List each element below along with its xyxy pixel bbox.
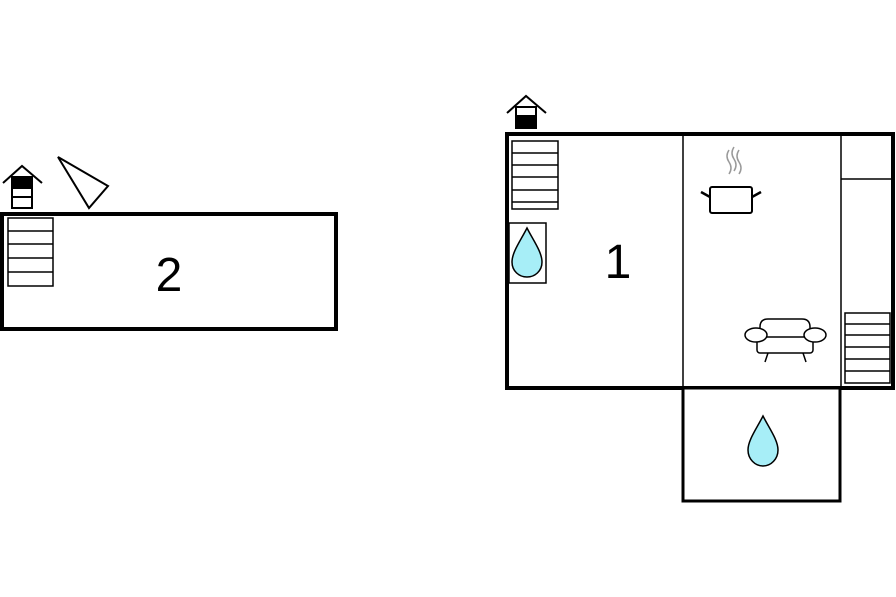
room-1-label: 1: [605, 236, 632, 289]
cooking-pot-icon: [700, 146, 762, 214]
room-2-label: 2: [156, 249, 183, 302]
room-1-outline: [505, 132, 895, 390]
compass-icon: [57, 156, 110, 210]
building-1: 1: [505, 94, 895, 503]
house-icon: [2, 164, 43, 209]
stairs-icon: [844, 312, 891, 384]
stairs-icon: [511, 140, 559, 210]
water-drop-icon: [511, 226, 543, 278]
room-2-outline: [0, 212, 338, 331]
water-drop-icon: [747, 414, 779, 467]
house-icon: [506, 94, 547, 129]
stairs-icon: [7, 217, 54, 287]
building-2: 2: [0, 156, 338, 331]
sofa-icon: [744, 318, 827, 363]
